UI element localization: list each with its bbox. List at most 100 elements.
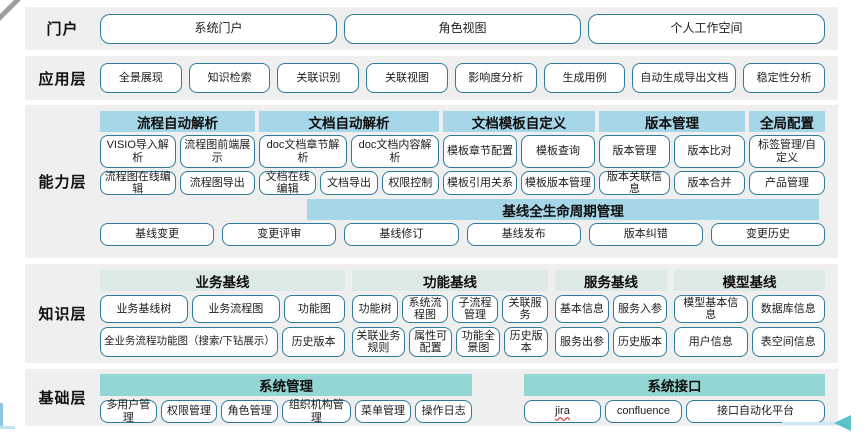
cap-group-doc-parsing: 文档自动解析 doc文档章节解析 doc文档内容解析 文档在线编辑 文档导出 权… — [259, 111, 439, 195]
cap-group-title: 全局配置 — [749, 111, 825, 132]
foundation-content: 系统管理 多用户管理 权限管理 角色管理 组织机构管理 菜单管理 操作日志 系统… — [100, 369, 838, 426]
app-chip: 自动生成导出文档 — [632, 63, 737, 93]
layer-label-knowledge: 知识层 — [38, 306, 87, 323]
kn-group-title: 功能基线 — [352, 270, 548, 291]
baseline-lifecycle-title: 基线全生命周期管理 — [307, 199, 819, 220]
kn-chip-row: 功能树 系统流程图 子流程管理 关联服务 — [352, 295, 548, 323]
kn-chip: 功能树 — [352, 295, 398, 323]
cap-chip: 模板版本管理 — [521, 171, 595, 195]
interface-automation-chip: 接口自动化平台 — [685, 400, 825, 423]
cap-chip: 版本合并 — [674, 171, 745, 195]
fd-chip: 角色管理 — [221, 400, 278, 423]
cap-chip: 模板查询 — [521, 135, 595, 168]
knowledge-layer-band: 知识层 业务基线 业务基线树 业务流程图 功能图 全业务流程功能图（搜索/下钻展… — [25, 264, 838, 363]
kn-chip: 业务基线树 — [100, 295, 188, 323]
application-chip-row: 全景展现 知识检索 关联识别 关联视图 影响度分析 生成用例 自动生成导出文档 … — [100, 56, 838, 100]
bottom-right-line — [782, 422, 840, 425]
jira-chip: jira — [524, 400, 601, 423]
cap-chip: 模板引用关系 — [443, 171, 517, 195]
kn-chip-row: 服务出参 历史版本 — [555, 327, 667, 357]
cap-chip: 流程图前端展示 — [179, 135, 255, 168]
cap-chip: 版本比对 — [674, 135, 745, 168]
fd-chip: 组织机构管理 — [281, 399, 351, 424]
app-chip: 生成用例 — [543, 63, 626, 93]
kn-chip: 历史版本 — [504, 327, 548, 357]
kn-chip: 功能全景图 — [456, 327, 501, 357]
cap-chip-row: doc文档章节解析 doc文档内容解析 — [259, 135, 439, 168]
kn-chip: 属性可配置 — [408, 327, 453, 357]
knowledge-groups: 业务基线 业务基线树 业务流程图 功能图 全业务流程功能图（搜索/下钻展示） 历… — [100, 270, 825, 357]
kn-chip: 业务流程图 — [191, 295, 280, 323]
fd-chip-row: jira confluence 接口自动化平台 — [524, 400, 825, 423]
foundation-layer-band: 基础层 系统管理 多用户管理 权限管理 角色管理 组织机构管理 菜单管理 操作日… — [25, 369, 838, 426]
knowledge-content: 业务基线 业务基线树 业务流程图 功能图 全业务流程功能图（搜索/下钻展示） 历… — [100, 264, 838, 363]
baseline-chip-row: 基线变更 变更评审 基线修订 基线发布 版本纠错 变更历史 — [100, 223, 826, 246]
cap-group-process-parsing: 流程自动解析 VISIO导入解析 流程图前端展示 流程图在线编辑 流程图导出 — [100, 111, 255, 195]
capability-groups: 流程自动解析 VISIO导入解析 流程图前端展示 流程图在线编辑 流程图导出 文… — [100, 111, 825, 195]
cap-group-template-custom: 文档模板自定义 模板章节配置 模板查询 模板引用关系 模板版本管理 — [443, 111, 595, 195]
kn-group-service-baseline: 服务基线 基本信息 服务入参 服务出参 历史版本 — [555, 270, 667, 357]
kn-chip: 系统流程图 — [402, 295, 448, 323]
kn-chip: 表空间信息 — [751, 327, 825, 357]
cap-chip-row: 版本管理 版本比对 — [599, 135, 745, 168]
kn-chip: 历史版本 — [613, 327, 667, 357]
layer-label-foundation: 基础层 — [38, 390, 87, 407]
baseline-chip: 变更历史 — [710, 223, 826, 246]
fd-group-system-interface: 系统接口 jira confluence 接口自动化平台 — [524, 374, 825, 426]
cap-chip: 文档在线编辑 — [259, 171, 317, 195]
chip-personal-workspace: 个人工作空间 — [588, 13, 825, 44]
corner-fold-decoration — [0, 0, 23, 23]
cap-chip-row: VISIO导入解析 流程图前端展示 — [100, 135, 255, 168]
kn-chip-row: 用户信息 表空间信息 — [674, 327, 825, 357]
kn-chip: 历史版本 — [282, 327, 345, 357]
capability-layer-band: 能力层 流程自动解析 VISIO导入解析 流程图前端展示 流程图在线编辑 流程图… — [25, 105, 838, 258]
app-chip: 知识检索 — [188, 63, 271, 93]
kn-chip-row: 关联业务规则 属性可配置 功能全景图 历史版本 — [352, 327, 548, 357]
baseline-chip: 版本纠错 — [588, 223, 703, 246]
cap-group-version-mgmt: 版本管理 版本管理 版本比对 版本关联信息 版本合并 — [599, 111, 745, 195]
chip-role-view: 角色视图 — [344, 13, 581, 44]
kn-chip: 模型基本信息 — [674, 295, 748, 323]
kn-group-title: 业务基线 — [100, 270, 345, 291]
layer-label-portal: 门户 — [46, 21, 79, 38]
kn-chip: 用户信息 — [674, 327, 748, 357]
cap-group-global-config: 全局配置 标签管理/自定义 产品管理 — [749, 111, 825, 195]
bottom-left-line — [0, 426, 15, 429]
fd-group-title: 系统管理 — [100, 374, 472, 396]
kn-group-title: 模型基线 — [674, 270, 825, 291]
kn-chip: 全业务流程功能图（搜索/下钻展示） — [100, 327, 279, 357]
fd-chip: 权限管理 — [160, 400, 218, 423]
application-layer-band: 应用层 全景展现 知识检索 关联识别 关联视图 影响度分析 生成用例 自动生成导… — [25, 56, 838, 100]
app-chip: 全景展现 — [100, 63, 182, 93]
fd-group-system-mgmt: 系统管理 多用户管理 权限管理 角色管理 组织机构管理 菜单管理 操作日志 — [100, 374, 472, 426]
portal-chip-row: 系统门户 角色视图 个人工作空间 — [100, 7, 838, 50]
app-chip: 稳定性分析 — [743, 63, 825, 93]
cap-chip-row: 模板引用关系 模板版本管理 — [443, 171, 595, 195]
capability-content: 流程自动解析 VISIO导入解析 流程图前端展示 流程图在线编辑 流程图导出 文… — [100, 105, 838, 258]
cap-chip-row: 模板章节配置 模板查询 — [443, 135, 595, 168]
kn-chip: 数据库信息 — [751, 295, 825, 323]
cap-chip-row: 标签管理/自定义 — [749, 135, 825, 168]
kn-chip: 功能图 — [283, 295, 345, 323]
kn-chip-row: 基本信息 服务入参 — [555, 295, 667, 323]
cap-chip: 模板章节配置 — [443, 135, 517, 168]
kn-chip: 服务入参 — [613, 295, 667, 323]
cap-chip: 版本关联信息 — [599, 171, 670, 195]
confluence-chip: confluence — [604, 400, 682, 423]
kn-group-business-baseline: 业务基线 业务基线树 业务流程图 功能图 全业务流程功能图（搜索/下钻展示） 历… — [100, 270, 345, 357]
cap-chip: 产品管理 — [749, 171, 825, 195]
fd-chip: 菜单管理 — [354, 400, 412, 423]
cap-chip: doc文档章节解析 — [259, 135, 347, 168]
bottom-left-edge-mark — [0, 403, 3, 426]
layer-label-capability: 能力层 — [38, 174, 87, 191]
cap-chip-row: 流程图在线编辑 流程图导出 — [100, 171, 255, 195]
baseline-chip: 基线发布 — [466, 223, 581, 246]
cap-chip-row: 版本关联信息 版本合并 — [599, 171, 745, 195]
kn-chip: 基本信息 — [555, 295, 609, 323]
kn-chip-row: 业务基线树 业务流程图 功能图 — [100, 295, 345, 323]
kn-chip: 关联服务 — [502, 295, 548, 323]
layer-label-application: 应用层 — [38, 70, 87, 88]
cap-group-title: 流程自动解析 — [100, 111, 255, 132]
cap-chip: 流程图导出 — [179, 171, 255, 195]
